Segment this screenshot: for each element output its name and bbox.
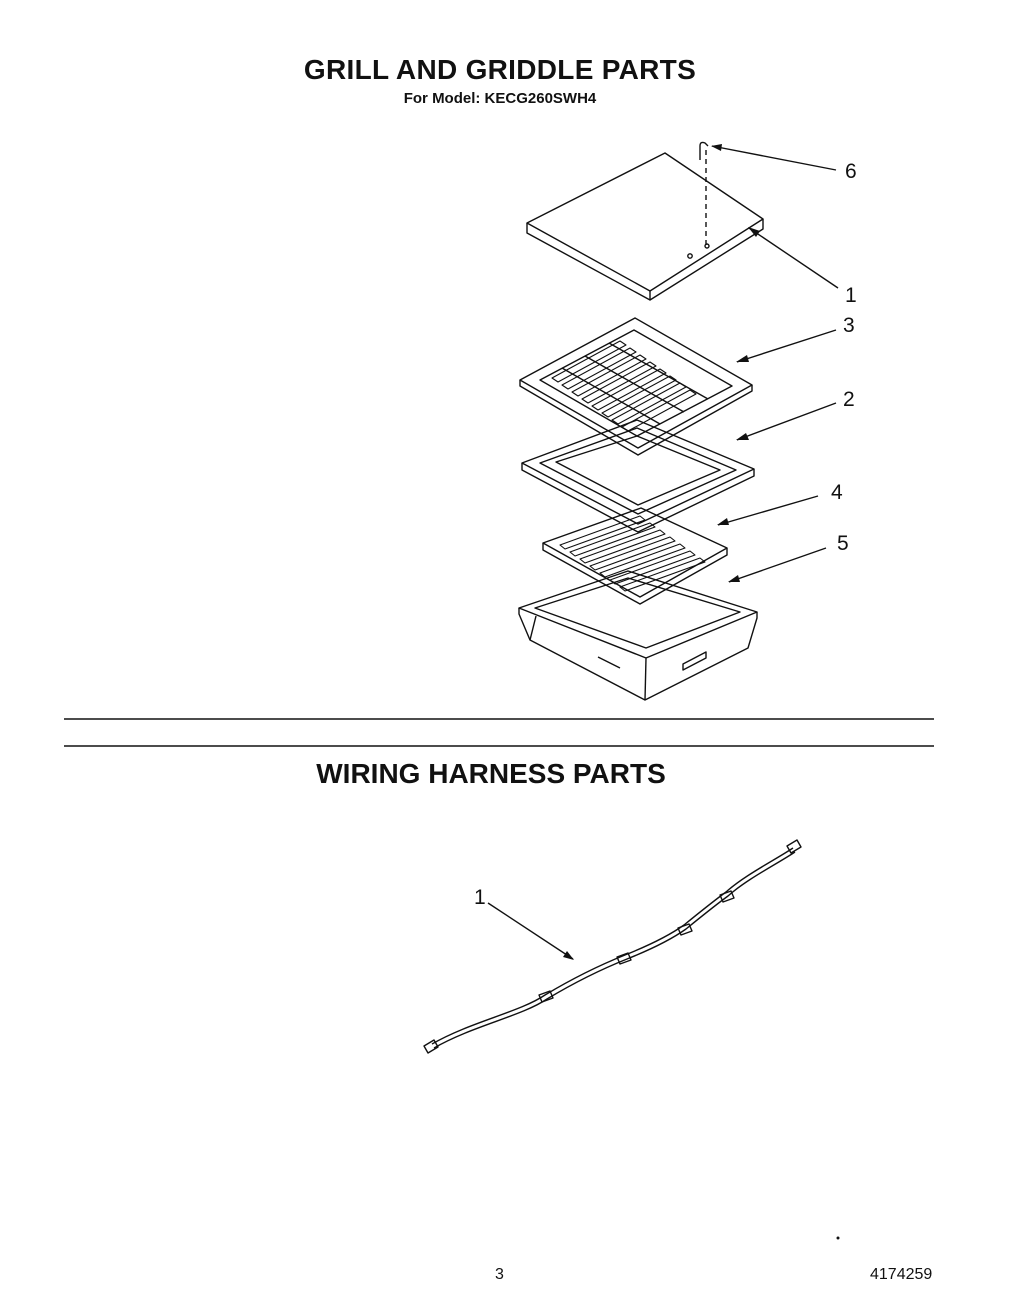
- callout-harness-1: 1: [474, 886, 486, 909]
- grill-section-title: GRILL AND GRIDDLE PARTS: [303, 54, 697, 85]
- part-1-griddle-plate: [526, 152, 764, 301]
- part-5-drip-pan: [518, 570, 758, 701]
- callout-4: 4: [831, 481, 843, 504]
- wiring-harness: [423, 839, 802, 1054]
- arrowheads: [563, 144, 760, 960]
- callout-5: 5: [837, 532, 849, 555]
- leader-lines: [487, 145, 839, 960]
- callout-3: 3: [843, 314, 855, 337]
- callout-6: 6: [845, 160, 857, 183]
- part-2-tray-liner: [521, 419, 755, 533]
- callout-2: 2: [843, 388, 855, 411]
- page-number: 3: [495, 1266, 504, 1283]
- callout-1: 1: [845, 284, 857, 307]
- wiring-section-title: WIRING HARNESS PARTS: [316, 758, 666, 789]
- model-line: For Model: KECG260SWH4: [403, 90, 597, 107]
- part-6-clip: [699, 141, 709, 246]
- section-rules: [64, 718, 934, 747]
- document-number: 4174259: [870, 1266, 933, 1283]
- part-3-grill-grate: [519, 317, 753, 456]
- part-4-small-grate: [542, 507, 728, 605]
